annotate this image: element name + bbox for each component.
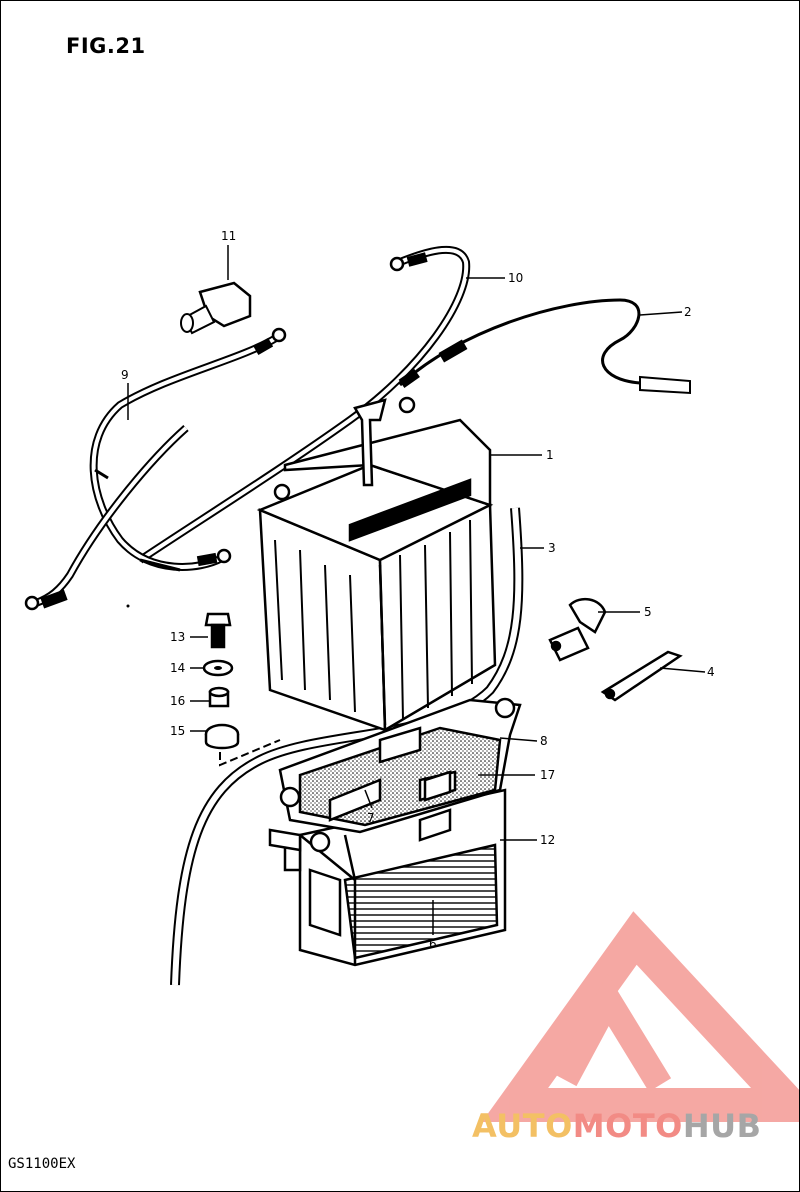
callout-17: 17	[540, 768, 555, 782]
leader-lines	[127, 245, 706, 935]
battery-pad-tab	[423, 770, 452, 802]
watermark-text: AUTOMOTOHUB	[472, 1107, 762, 1145]
watermark-logo-icon	[481, 911, 800, 1122]
callout-3: 3	[548, 541, 556, 555]
callout-10: 10	[508, 271, 523, 285]
callout-5: 5	[644, 605, 652, 619]
callout-13: 13	[170, 630, 185, 644]
callout-11: 11	[221, 229, 236, 243]
breather-hose	[170, 507, 524, 986]
watermark-auto: AUTO	[472, 1107, 573, 1145]
cushion	[204, 723, 240, 750]
callout-14: 14	[170, 661, 185, 675]
callout-16: 16	[170, 694, 185, 708]
collar	[208, 686, 230, 708]
battery-holder	[268, 697, 522, 881]
terminal-cap	[180, 281, 252, 335]
watermark-moto: MOTO	[572, 1107, 683, 1145]
model-code: GS1100EX	[8, 1156, 76, 1172]
hose-clamp	[548, 597, 607, 662]
callout-1: 1	[546, 448, 554, 462]
callout-2: 2	[684, 305, 692, 319]
callout-15: 15	[170, 724, 185, 738]
callout-7: 7	[367, 811, 375, 825]
callout-12: 12	[540, 833, 555, 847]
positive-cable	[137, 245, 471, 564]
bolt	[204, 612, 232, 649]
negative-cable	[24, 327, 287, 611]
battery-strap	[600, 650, 683, 702]
watermark-hub: HUB	[682, 1107, 762, 1145]
battery	[256, 396, 497, 733]
vent-tube	[398, 298, 691, 395]
figure-title: FIG.21	[66, 34, 146, 58]
callout-9: 9	[121, 368, 129, 382]
callout-6: 6	[429, 937, 437, 951]
callout-8: 8	[540, 734, 548, 748]
callout-4: 4	[707, 665, 715, 679]
battery-tray	[283, 788, 507, 967]
